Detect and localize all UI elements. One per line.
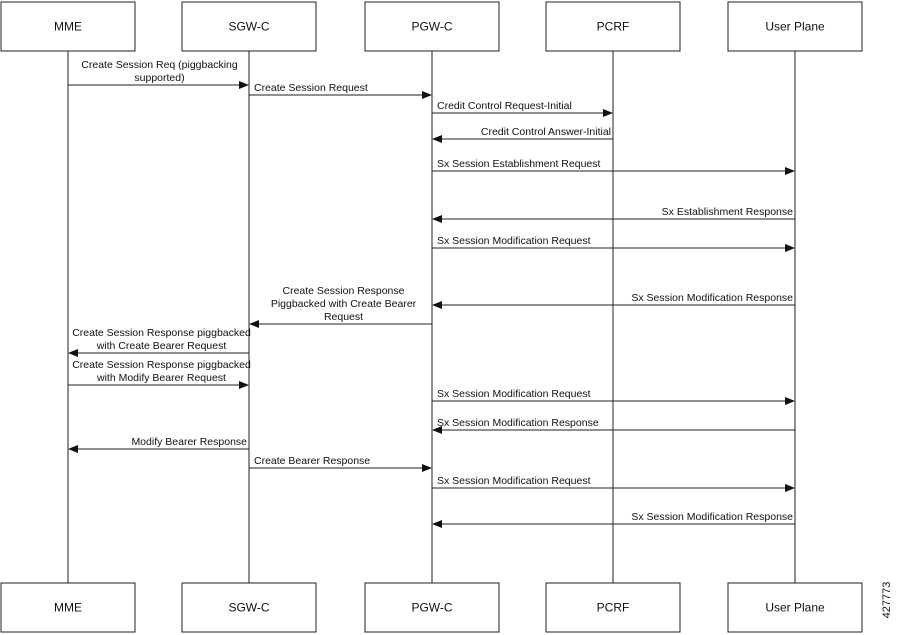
messages: Create Session Req (piggbackingsupported… [68, 59, 795, 528]
participant-sgw-top: SGW-C [181, 1, 317, 52]
participant-pgw-bottom: PGW-C [364, 582, 500, 633]
participant-box [0, 1, 136, 52]
message-1: Create Session Req (piggbackingsupported… [68, 59, 249, 89]
arrowhead [785, 167, 795, 175]
participant-box [545, 582, 681, 633]
participant-label: PCRF [597, 601, 630, 615]
message-label: Sx Session Modification Request [437, 235, 591, 247]
message-12: Sx Session Modification Request [432, 388, 795, 405]
message-label: Piggbacked with Create Bearer [271, 298, 417, 310]
message-label: Create Session Response piggbacked [72, 327, 251, 339]
message-label: Credit Control Request-Initial [437, 100, 572, 112]
participant-label: SGW-C [228, 20, 269, 34]
message-label: Sx Session Modification Response [631, 511, 793, 523]
message-14: Modify Bearer Response [68, 436, 249, 453]
message-label: Credit Control Answer-Initial [481, 126, 611, 138]
arrowhead [432, 301, 442, 309]
participant-pcrf-bottom: PCRF [545, 582, 681, 633]
lifelines [67, 51, 796, 583]
participant-label: SGW-C [228, 601, 269, 615]
message-label: Sx Session Modification Request [437, 388, 591, 400]
arrowhead [432, 215, 442, 223]
participant-box [545, 1, 681, 52]
arrowhead [432, 135, 442, 143]
message-3: Credit Control Request-Initial [432, 100, 613, 117]
participant-label: User Plane [765, 20, 825, 34]
arrowhead [785, 244, 795, 252]
message-15: Create Bearer Response [249, 455, 432, 472]
message-7: Sx Session Modification Request [432, 235, 795, 252]
participant-boxes: MME MME SGW-C SGW-C PGW-C PGW-C PCRF PCRF User P… [0, 1, 863, 633]
message-label: Sx Session Modification Response [631, 292, 793, 304]
arrowhead [249, 320, 259, 328]
message-label: Request [324, 311, 363, 323]
message-label: Create Session Req (piggbacking [81, 59, 238, 71]
participant-box [0, 582, 136, 633]
message-label: Sx Session Establishment Request [437, 158, 600, 170]
message-label: Sx Session Modification Request [437, 475, 591, 487]
arrowhead [785, 484, 795, 492]
message-13: Sx Session Modification Response [432, 417, 795, 434]
participant-box [364, 582, 500, 633]
participant-mme-top: MME [0, 1, 136, 52]
arrowhead [422, 91, 432, 99]
message-6: Sx Establishment Response [432, 206, 795, 223]
participant-box [727, 1, 863, 52]
message-label: Sx Establishment Response [662, 206, 793, 218]
arrowhead [68, 349, 78, 357]
participant-box [181, 1, 317, 52]
message-label: Create Session Request [254, 82, 368, 94]
participant-box [181, 582, 317, 633]
message-4: Credit Control Answer-Initial [432, 126, 613, 143]
message-2: Create Session Request [249, 82, 432, 99]
figure-id: 427773 [881, 582, 893, 619]
arrowhead [422, 464, 432, 472]
message-label: with Create Bearer Request [96, 340, 227, 352]
message-17: Sx Session Modification Response [432, 511, 795, 528]
arrowhead [239, 81, 249, 89]
message-label: Create Session Response [283, 285, 405, 297]
participant-mme-bottom: MME [0, 582, 136, 633]
message-8: Sx Session Modification Response [432, 292, 795, 309]
arrowhead [239, 381, 249, 389]
message-label: Sx Session Modification Response [437, 417, 599, 429]
participant-label: User Plane [765, 601, 825, 615]
message-16: Sx Session Modification Request [432, 475, 795, 492]
message-5: Sx Session Establishment Request [432, 158, 795, 175]
message-label: supported) [134, 72, 184, 84]
message-label: Modify Bearer Response [131, 436, 247, 448]
participant-pgw-top: PGW-C [364, 1, 500, 52]
participant-label: MME [54, 20, 82, 34]
arrowhead [432, 520, 442, 528]
arrowhead [785, 397, 795, 405]
participant-label: PGW-C [411, 601, 452, 615]
participant-up-top: User Plane [727, 1, 863, 52]
participant-box [727, 582, 863, 633]
participant-label: PGW-C [411, 20, 452, 34]
message-label: Create Bearer Response [254, 455, 370, 467]
arrowhead [432, 426, 442, 434]
message-label: Create Session Response piggbacked [72, 359, 251, 371]
message-label: with Modify Bearer Request [96, 372, 226, 384]
participant-up-bottom: User Plane [727, 582, 863, 633]
participant-box [364, 1, 500, 52]
participant-sgw-bottom: SGW-C [181, 582, 317, 633]
arrowhead [68, 445, 78, 453]
participant-label: PCRF [597, 20, 630, 34]
arrowhead [603, 109, 613, 117]
participant-label: MME [54, 601, 82, 615]
participant-pcrf-top: PCRF [545, 1, 681, 52]
